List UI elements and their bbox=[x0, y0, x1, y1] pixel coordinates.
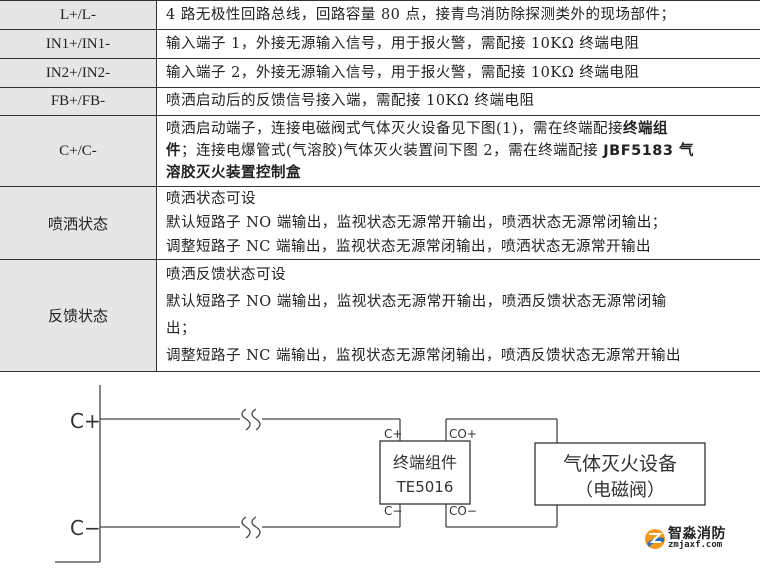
terminal-key: L+/L- bbox=[0, 1, 157, 29]
terminal-description: 输入端子 1，外接无源输入信号，用于报火警，需配接 10KΩ 终端电阻 bbox=[166, 30, 756, 58]
device-subtitle: （电磁阀） bbox=[575, 480, 665, 501]
break-icon bbox=[241, 408, 261, 431]
pin-co-plus: CO+ bbox=[449, 427, 477, 441]
description-emphasis: 终端组 bbox=[623, 121, 669, 137]
device-box bbox=[534, 442, 706, 506]
terminal-key: FB+/FB- bbox=[0, 88, 157, 115]
description-line: 出； bbox=[166, 320, 196, 337]
description-line: 喷洒状态可设 bbox=[166, 191, 256, 207]
terminal-description: 输入端子 2，外接无源输入信号，用于报火警，需配接 10KΩ 终端电阻 bbox=[166, 59, 756, 87]
break-icon bbox=[241, 516, 261, 539]
description-line: 输入端子 1，外接无源输入信号，用于报火警，需配接 10KΩ 终端电阻 bbox=[166, 35, 640, 52]
terminal-key: IN2+/IN2- bbox=[0, 59, 157, 87]
description-line: 喷洒启动端子，连接电磁阀式气体灭火设备见下图(1)，需在终端配接终端组 bbox=[166, 118, 756, 140]
description-text: ；连接电爆管式(气溶胶)气体灭火装置间下图 2，需在终端配接 bbox=[181, 143, 604, 159]
terminal-key: 喷洒状态 bbox=[0, 187, 157, 259]
terminal-block-model: TE5016 bbox=[396, 478, 454, 496]
description-emphasis: 溶胶灭火装置控制盒 bbox=[166, 165, 301, 181]
description-line: 输入端子 2，外接无源输入信号，用于报火警，需配接 10KΩ 终端电阻 bbox=[166, 64, 640, 81]
terminal-block-title: 终端组件 bbox=[393, 453, 457, 472]
device-title: 气体灭火设备 bbox=[563, 453, 677, 475]
c-plus-label: C+ bbox=[70, 409, 101, 433]
description-line: 调整短路子 NC 端输出，监视状态无源常闭输出，喷洒状态无源常开输出 bbox=[166, 239, 651, 255]
table-row: IN1+/IN1- 输入端子 1，外接无源输入信号，用于报火警，需配接 10KΩ… bbox=[0, 30, 760, 59]
table-row: 喷洒状态 喷洒状态可设 默认短路子 NO 端输出，监视状态无源常开输出，喷洒状态… bbox=[0, 187, 760, 260]
watermark-title: 智淼消防 bbox=[668, 526, 726, 542]
pin-c-minus: C− bbox=[384, 504, 402, 518]
terminal-block bbox=[379, 440, 471, 505]
pin-co-minus: CO− bbox=[449, 504, 477, 518]
table-row: C+/C- 喷洒启动端子，连接电磁阀式气体灭火设备见下图(1)，需在终端配接终端… bbox=[0, 116, 760, 187]
terminal-description: 喷洒启动后的反馈信号接入端，需配接 10KΩ 终端电阻 bbox=[166, 88, 756, 115]
table-row: FB+/FB- 喷洒启动后的反馈信号接入端，需配接 10KΩ 终端电阻 bbox=[0, 88, 760, 116]
terminal-description: 喷洒反馈状态可设 默认短路子 NO 端输出，监视状态无源常开输出，喷洒反馈状态无… bbox=[166, 260, 756, 371]
watermark-url: zmjaxf.com bbox=[668, 540, 723, 550]
terminal-key: IN1+/IN1- bbox=[0, 30, 157, 58]
terminal-key: C+/C- bbox=[0, 116, 157, 186]
terminal-description: 喷洒状态可设 默认短路子 NO 端输出，监视状态无源常开输出，喷洒状态无源常闭输… bbox=[166, 187, 756, 259]
description-line: 调整短路子 NC 端输出，监视状态无源常闭输出，喷洒反馈状态无源常开输出 bbox=[166, 347, 681, 364]
description-emphasis: JBF5183 气 bbox=[603, 143, 695, 159]
description-line: 喷洒启动后的反馈信号接入端，需配接 10KΩ 终端电阻 bbox=[166, 93, 535, 109]
terminal-description: 喷洒启动端子，连接电磁阀式气体灭火设备见下图(1)，需在终端配接终端组 件；连接… bbox=[166, 116, 756, 186]
description-line: 件；连接电爆管式(气溶胶)气体灭火装置间下图 2，需在终端配接 JBF5183 … bbox=[166, 140, 756, 162]
terminal-key: 反馈状态 bbox=[0, 260, 157, 371]
watermark: 智淼消防 zmjaxf.com bbox=[644, 523, 744, 557]
brand-logo-icon bbox=[645, 529, 665, 549]
description-line: 默认短路子 NO 端输出，监视状态无源常开输出，喷洒反馈状态无源常闭输 bbox=[166, 293, 667, 310]
table-row: L+/L- 4 路无极性回路总线，回路容量 80 点，接青鸟消防除探测类外的现场… bbox=[0, 0, 760, 30]
table-row: IN2+/IN2- 输入端子 2，外接无源输入信号，用于报火警，需配接 10KΩ… bbox=[0, 59, 760, 88]
description-text: 喷洒启动端子，连接电磁阀式气体灭火设备见下图(1)，需在终端配接 bbox=[166, 121, 624, 137]
description-emphasis: 件 bbox=[166, 143, 181, 159]
description-line: 喷洒反馈状态可设 bbox=[166, 266, 286, 283]
terminal-description: 4 路无极性回路总线，回路容量 80 点，接青鸟消防除探测类外的现场部件； bbox=[166, 1, 756, 29]
table-row: 反馈状态 喷洒反馈状态可设 默认短路子 NO 端输出，监视状态无源常开输出，喷洒… bbox=[0, 260, 760, 372]
description-line: 溶胶灭火装置控制盒 bbox=[166, 162, 756, 184]
description-line: 4 路无极性回路总线，回路容量 80 点，接青鸟消防除探测类外的现场部件； bbox=[166, 6, 676, 23]
c-minus-label: C− bbox=[70, 516, 101, 540]
pin-c-plus: C+ bbox=[384, 427, 402, 441]
wiring-diagram: C+ C− C+ C− CO+ CO− 终端组件 TE5016 气体灭火设备 （… bbox=[55, 385, 706, 563]
description-line: 默认短路子 NO 端输出，监视状态无源常开输出，喷洒状态无源常闭输出； bbox=[166, 215, 667, 231]
